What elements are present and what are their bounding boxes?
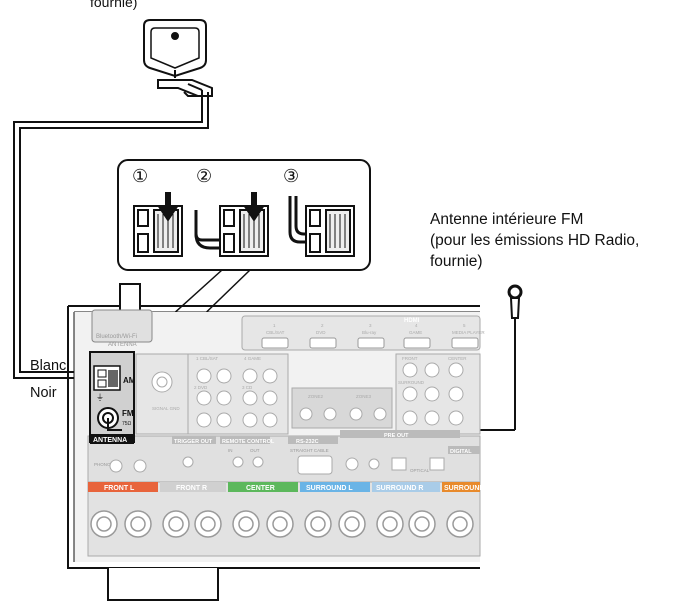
antenna-panel-label: ANTENNA [93,437,127,444]
front-hd-label: FRONT [402,356,418,361]
zone3-label: ZONE3 [356,394,372,399]
straight-cable-label: STRAIGHT CABLE [290,448,329,453]
speaker-bar-center [228,482,298,492]
fm-antenna-cable-end [107,418,122,431]
fm-caption-line-2: (pour les émissions HD Radio, [430,232,640,249]
speaker-bar-front-r [160,482,226,492]
hdmi-input-1: CBL/SAT [266,330,285,335]
antenna-terminal-block: ANTENNA AM ⏚ FM 75Ω [89,351,136,444]
analog-jack-field [135,353,481,435]
speaker-bar-surround-r [372,482,440,492]
hdmi-input-5: MEDIA PLAYER [452,330,485,335]
ground-symbol: ⏚ [96,393,104,402]
hdmi-ports [261,337,479,349]
pre-out-label: PRE OUT [384,433,409,439]
surround-hd-label: SURROUND [398,380,425,385]
hdmi-number-4: 4 [415,323,418,328]
fm-caption-line-3: fournie) [430,253,483,270]
optical-label: OPTICAL [410,468,430,473]
fm-ohm-label: 75Ω [122,421,132,427]
fm-antenna-caption: Antenne intérieure FM (pour les émission… [430,209,692,272]
black-wire-label: Noir [30,385,57,401]
cd-label: 3 CD [242,385,253,390]
step-2-terminal [194,192,269,257]
game-label: 4 GAME [244,356,261,361]
fm-caption-line-1: Antenne intérieure FM [430,211,584,228]
remote-out-label: OUT [250,448,260,453]
am-terminal-label: AM [123,376,136,385]
hdmi-number-5: 5 [463,323,466,328]
speaker-bar-surround [442,482,480,492]
step-3-terminal [288,196,355,257]
connection-steps-inset: ① ② ③ [117,159,371,389]
am-loop-antenna [143,19,213,97]
speaker-label-surround: SURROUND [444,485,484,492]
dvd-label: 2 DVD [194,385,208,390]
speaker-label-surround-l: SURROUND L [306,485,353,492]
digital-label: DIGITAL [450,449,472,455]
hdmi-label: HDMI [404,318,420,324]
zone2-label: ZONE2 [308,394,324,399]
bluetooth-label: Bluetooth/Wi-Fi [96,334,137,340]
step-1-terminal [133,192,183,257]
hdmi-number-1: 1 [273,323,276,328]
speaker-binding-posts [90,510,474,538]
hdmi-number-3: 3 [369,323,372,328]
bluetooth-sub-label: ANTENNA [108,342,137,348]
hdmi-number-2: 2 [321,323,324,328]
receiver-rear-panel: Bluetooth/Wi-Fi ANTENNA HDMI 1 CBL/SAT 2… [67,283,485,601]
phono-label: PHONO [94,462,111,467]
hdmi-input-2: DVD [316,330,326,335]
speaker-label-surround-r: SURROUND R [376,485,423,492]
speaker-bar-front-l [88,482,158,492]
speaker-bar-surround-l [300,482,370,492]
step-3-number: ③ [283,166,299,186]
center-hd-label: CENTER [448,356,467,361]
step-2-number: ② [196,166,212,186]
cbl-sat-label: 1 CBL/SAT [196,356,218,361]
fm-terminal-label: FM [122,409,134,418]
white-wire-label: Blanc [30,358,67,374]
rs232c-label: RS-232C [296,439,319,445]
signal-gnd-label: SIGNAL GND [152,406,180,411]
am-antenna-wire [13,90,209,379]
speaker-label-front-l: FRONT L [104,485,135,492]
top-caption-fragment: fournie) [90,0,138,10]
trigger-out-label: TRIGGER OUT [174,439,213,445]
hdmi-input-4: GAME [409,330,422,335]
remote-control-label: REMOTE CONTROL [222,439,275,445]
hdmi-input-3: Blu-ray [362,330,377,335]
remote-in-label: IN [228,448,233,453]
speaker-label-center: CENTER [246,485,275,492]
step-1-number: ① [132,166,148,186]
speaker-label-front-r: FRONT R [176,485,207,492]
